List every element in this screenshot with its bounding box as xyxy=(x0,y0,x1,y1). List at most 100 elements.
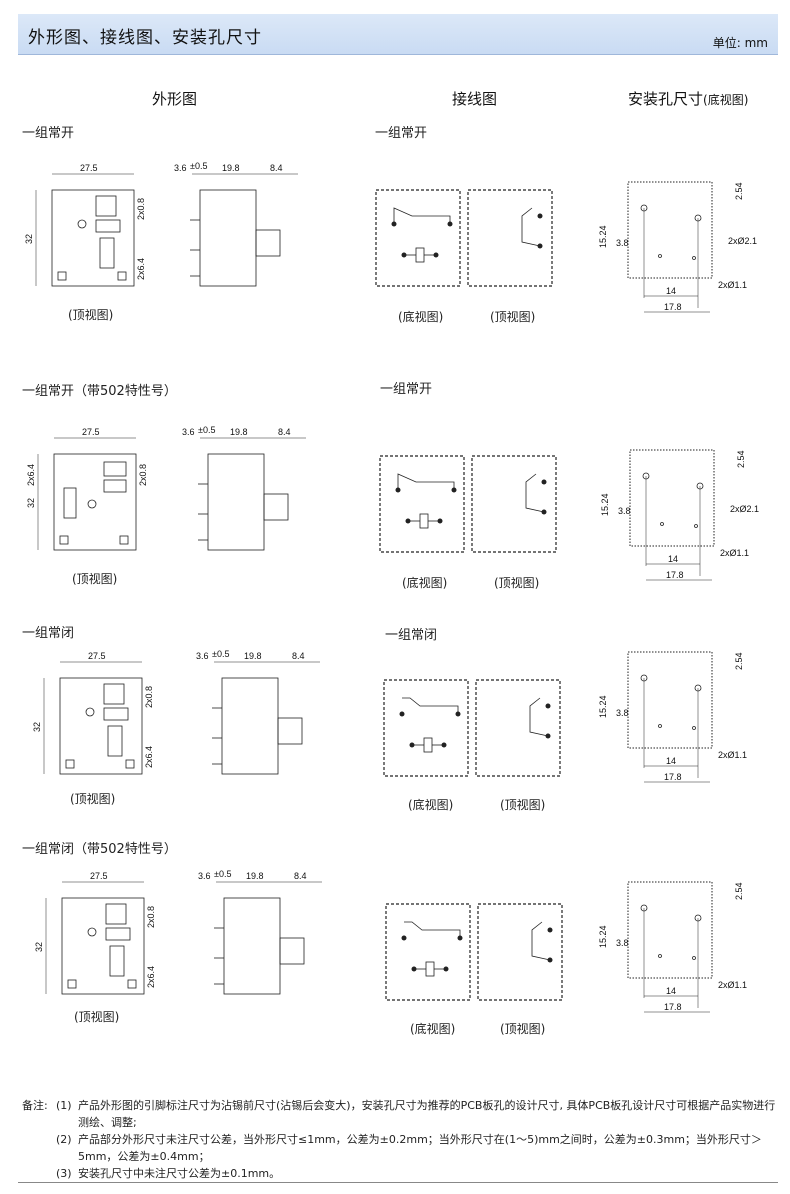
dim-14: 14 xyxy=(668,554,678,564)
dim-side-a: 3.6 xyxy=(182,427,195,437)
dim-width: 27.5 xyxy=(90,871,108,881)
terminal xyxy=(105,903,127,925)
note-text-1: 产品外形图的引脚标注尺寸为沾锡前尺寸(沾锡后会变大)，安装孔尺寸为推荐的PCB板… xyxy=(78,1099,776,1129)
side-terminal xyxy=(255,229,281,257)
note-num-2: (2) xyxy=(56,1133,72,1146)
label-hole-11: 2xØ1.1 xyxy=(718,750,747,760)
contact-dot xyxy=(537,213,543,219)
bottom-view-caption-1: (底视图) xyxy=(398,310,444,324)
relay-body xyxy=(61,897,145,995)
dim-1524: 15.24 xyxy=(600,493,610,516)
contact-dot xyxy=(401,935,407,941)
dim-178: 17.8 xyxy=(664,772,682,782)
dim-38: 3.8 xyxy=(616,708,629,718)
label-hole-11: 2xØ1.1 xyxy=(720,548,749,558)
dim-tol: ±0.5 xyxy=(198,425,215,435)
outline-label-4: 一组常闭（带502特性号） xyxy=(22,842,177,857)
coil-dot xyxy=(411,966,417,972)
side-body xyxy=(199,189,257,287)
dim-width: 27.5 xyxy=(82,427,100,437)
label-hole-11: 2xØ1.1 xyxy=(718,280,747,290)
col-mount-title: 安装孔尺寸(底视图) xyxy=(628,90,749,108)
bottom-view-caption-2: (底视图) xyxy=(402,576,448,590)
coil-dot xyxy=(443,966,449,972)
side-body xyxy=(221,677,279,775)
coil xyxy=(419,513,429,529)
wiring-drawing xyxy=(379,455,557,553)
terminal xyxy=(95,219,121,233)
side-terminal xyxy=(277,717,303,745)
top-view2-caption-3: (顶视图) xyxy=(500,798,546,812)
hole-small xyxy=(692,956,696,960)
top-view-frame xyxy=(477,903,563,1001)
contact-dot xyxy=(547,927,553,933)
outline-label-2: 一组常开（带502特性号） xyxy=(22,384,177,399)
hole-small xyxy=(694,524,698,528)
dim-side-b: 19.8 xyxy=(230,427,248,437)
dim-254: 2.54 xyxy=(734,182,744,200)
terminal xyxy=(103,683,125,705)
notes: 备注:(1)产品外形图的引脚标注尺寸为沾锡前尺寸(沾锡后会变大)，安装孔尺寸为推… xyxy=(22,1097,782,1182)
dim-pitch-08: 2x0.8 xyxy=(144,686,154,708)
switch-line xyxy=(521,207,541,247)
mount-hole xyxy=(85,707,95,717)
pcb-frame xyxy=(629,449,715,547)
dim-254: 2.54 xyxy=(736,450,746,468)
outline-label-3: 一组常闭 xyxy=(22,626,75,641)
outline-label-1: 一组常开 xyxy=(22,126,75,141)
switch-line xyxy=(529,697,549,737)
side-terminal xyxy=(263,493,289,521)
dim-height: 32 xyxy=(34,942,44,952)
contact-dot xyxy=(399,711,405,717)
pcb-frame xyxy=(627,881,713,979)
coil-dot xyxy=(433,252,439,258)
hole-small xyxy=(692,726,696,730)
dim-254: 2.54 xyxy=(734,652,744,670)
dim-tol: ±0.5 xyxy=(190,161,207,171)
dim-1524: 15.24 xyxy=(598,925,608,948)
dim-side-b: 19.8 xyxy=(244,651,262,661)
hole-small xyxy=(658,954,662,958)
dim-side-c: 8.4 xyxy=(278,427,291,437)
bottom-view-frame xyxy=(375,189,461,287)
terminal xyxy=(95,195,117,217)
dim-254: 2.54 xyxy=(734,882,744,900)
dim-side-b: 19.8 xyxy=(246,871,264,881)
corner-pin xyxy=(117,271,127,281)
bottom-view-caption-3: (底视图) xyxy=(408,798,454,812)
dim-width: 27.5 xyxy=(80,163,98,173)
dim-side-c: 8.4 xyxy=(294,871,307,881)
dim-height: 32 xyxy=(32,722,42,732)
col-outline-title: 外形图 xyxy=(152,90,198,108)
dim-pitch-64: 2x6.4 xyxy=(26,464,36,486)
switch-line xyxy=(402,697,459,714)
mount-hole xyxy=(77,219,87,229)
dim-side-c: 8.4 xyxy=(270,163,283,173)
hole-small xyxy=(658,724,662,728)
terminal xyxy=(103,479,127,493)
note-num-3: (3) xyxy=(56,1167,72,1180)
dim-height: 32 xyxy=(24,234,34,244)
dim-14: 14 xyxy=(666,986,676,996)
terminal xyxy=(103,461,127,477)
mount-hole xyxy=(87,499,97,509)
page-header: 外形图、接线图、安装孔尺寸 单位: mm xyxy=(18,14,778,55)
bottom-view-frame xyxy=(379,455,465,553)
dim-38: 3.8 xyxy=(618,506,631,516)
contact-dot xyxy=(541,479,547,485)
hole-small xyxy=(660,522,664,526)
wiring-drawing xyxy=(375,189,553,287)
bottom-view-frame xyxy=(383,679,469,777)
terminal xyxy=(107,725,123,757)
label-hole-21: 2xØ2.1 xyxy=(728,236,757,246)
side-terminal xyxy=(279,937,305,965)
corner-pin xyxy=(57,271,67,281)
mount-hole xyxy=(87,927,97,937)
